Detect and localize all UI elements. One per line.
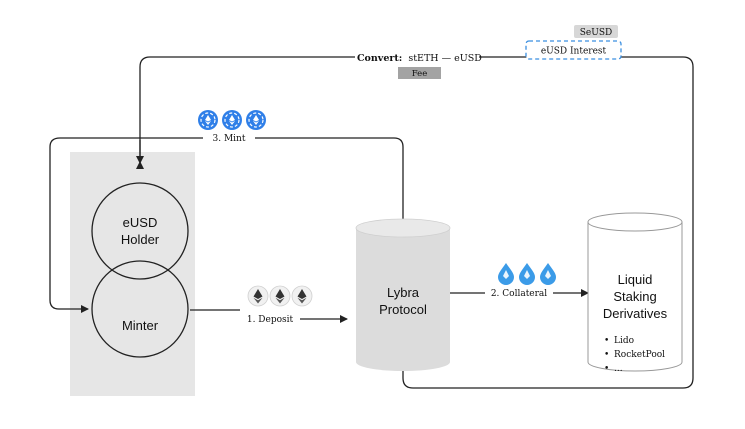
collateral-label: 2. Collateral (491, 289, 547, 299)
convert-label: Convert: (357, 53, 402, 64)
lsd-label-line3: Derivatives (603, 306, 668, 321)
svg-text:Convert: stETH — eUSD: Convert: stETH — eUSD (357, 53, 482, 64)
lsd-item-lido: Lido (614, 336, 634, 346)
lsd-cylinder (587, 212, 683, 372)
steth-drop-icon (540, 263, 556, 285)
seusd-label: SeUSD (580, 28, 612, 38)
steth-drop-icon (519, 263, 535, 285)
fee-label: Fee (412, 69, 428, 79)
lsd-item-more: ... (614, 364, 623, 374)
eusd-interest-box (525, 40, 622, 60)
seusd-badge (574, 25, 618, 38)
ethereum-coin-icon (291, 285, 313, 307)
minter-label: Minter (122, 318, 159, 333)
lybra-label-line2: Protocol (379, 302, 427, 317)
holder-label-line1: eUSD (123, 215, 158, 230)
user-panel (70, 152, 195, 396)
eusd-coin-icon (245, 109, 267, 131)
lybra-cylinder (355, 218, 451, 371)
deposit-label: 1. Deposit (247, 315, 294, 325)
eusd-coin-icon (221, 109, 243, 131)
holder-circle (91, 182, 189, 280)
convert-pair: stETH — eUSD (408, 53, 482, 64)
lsd-item-bullet: • (604, 350, 609, 360)
lsd-item-rocketpool: RocketPool (614, 350, 665, 360)
minter-circle (91, 260, 189, 358)
convert-loop-line (136, 56, 694, 389)
mint-label: 3. Mint (213, 134, 246, 144)
lsd-label-line1: Liquid (618, 272, 653, 287)
lsd-item-bullet: • (604, 364, 609, 374)
ethereum-coin-icon (269, 285, 291, 307)
lybra-label-line1: Lybra (387, 285, 420, 300)
eusd-coin-icon (197, 109, 219, 131)
eusd-interest-label: eUSD Interest (541, 47, 607, 57)
fee-badge (398, 67, 441, 79)
ethereum-coin-icon (247, 285, 269, 307)
lsd-item-bullet: • (604, 336, 609, 346)
steth-drop-icon (498, 263, 514, 285)
lsd-label-line2: Staking (613, 289, 656, 304)
holder-label-line2: Holder (121, 232, 160, 247)
mint-loop-line (49, 137, 404, 313)
